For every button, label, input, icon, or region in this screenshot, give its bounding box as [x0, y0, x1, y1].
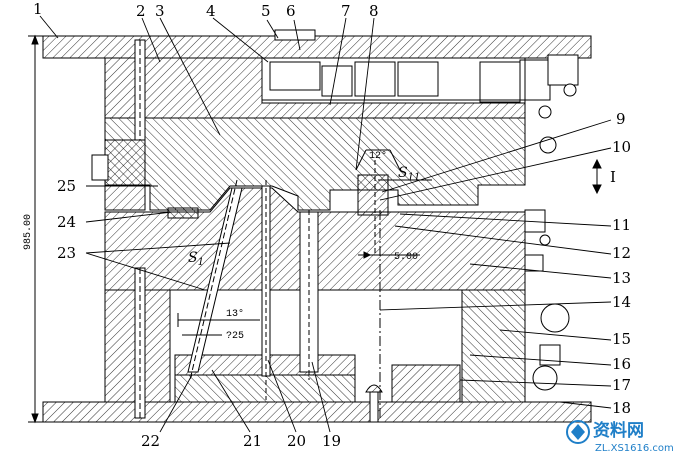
callout-22: 22: [141, 432, 160, 450]
cavity-insert: [104, 117, 526, 211]
right-support-rail: [461, 289, 526, 403]
callout-15: 15: [612, 330, 631, 348]
locating-block: [91, 154, 109, 181]
callout-19: 19: [322, 432, 341, 450]
callout-5: 5: [261, 2, 271, 20]
callout-12: 12: [612, 244, 631, 262]
offset-dimension: [358, 251, 420, 259]
offset-5-label: 5.00: [394, 252, 418, 263]
angle-12-label: 12°: [369, 150, 387, 162]
angle-13-label: 13°: [226, 308, 244, 320]
callout-leaders: [39, 15, 612, 433]
top-clamp-plate: [42, 35, 592, 59]
callout-20: 20: [287, 432, 306, 450]
callout-2: 2: [136, 2, 146, 20]
watermark-brand: 资料网: [593, 420, 644, 441]
overall-height-label: 985.00: [23, 214, 34, 250]
watermark-logo-icon: [566, 420, 590, 444]
callout-11: 11: [612, 216, 631, 234]
part-feature: [167, 207, 199, 219]
section-arrow: [592, 158, 602, 195]
callout-24: 24: [57, 213, 76, 231]
callout-3: 3: [155, 2, 165, 20]
callout-7: 7: [341, 2, 351, 20]
angle-12-annotation: [355, 149, 401, 171]
dia-25-label: ?25: [226, 331, 244, 342]
s11-symbol: S11: [398, 165, 420, 183]
section-mark-i: I: [610, 168, 616, 186]
ejector-plate-right: [391, 364, 461, 403]
bottom-clamp-plate: [42, 401, 592, 423]
overall-height-dimension: [28, 34, 43, 424]
callout-13: 13: [612, 269, 631, 287]
sprue-puller: [365, 384, 383, 393]
callout-6: 6: [286, 2, 296, 20]
callout-21: 21: [243, 432, 262, 450]
left-side-block: [104, 139, 146, 211]
callout-10: 10: [612, 138, 631, 156]
hot-runner-connectors: [538, 54, 579, 154]
angle-13-annotation: [177, 313, 260, 327]
callout-9: 9: [616, 110, 626, 128]
callout-8: 8: [369, 2, 379, 20]
callout-18: 18: [612, 399, 631, 417]
callout-4: 4: [206, 2, 216, 20]
cooling-fittings: [524, 209, 570, 391]
watermark-url: ZL.XS1616.com: [595, 443, 674, 454]
return-pin: [369, 391, 379, 423]
callout-23: 23: [57, 244, 76, 262]
inclined-lifter: [187, 187, 243, 373]
s1-symbol: S1: [188, 250, 204, 268]
callout-16: 16: [612, 355, 631, 373]
callout-1: 1: [33, 0, 43, 18]
callout-25: 25: [57, 177, 76, 195]
gate-detail: [357, 160, 389, 255]
ejector-plate: [174, 374, 356, 403]
callout-17: 17: [612, 376, 631, 394]
callout-14: 14: [612, 293, 631, 311]
